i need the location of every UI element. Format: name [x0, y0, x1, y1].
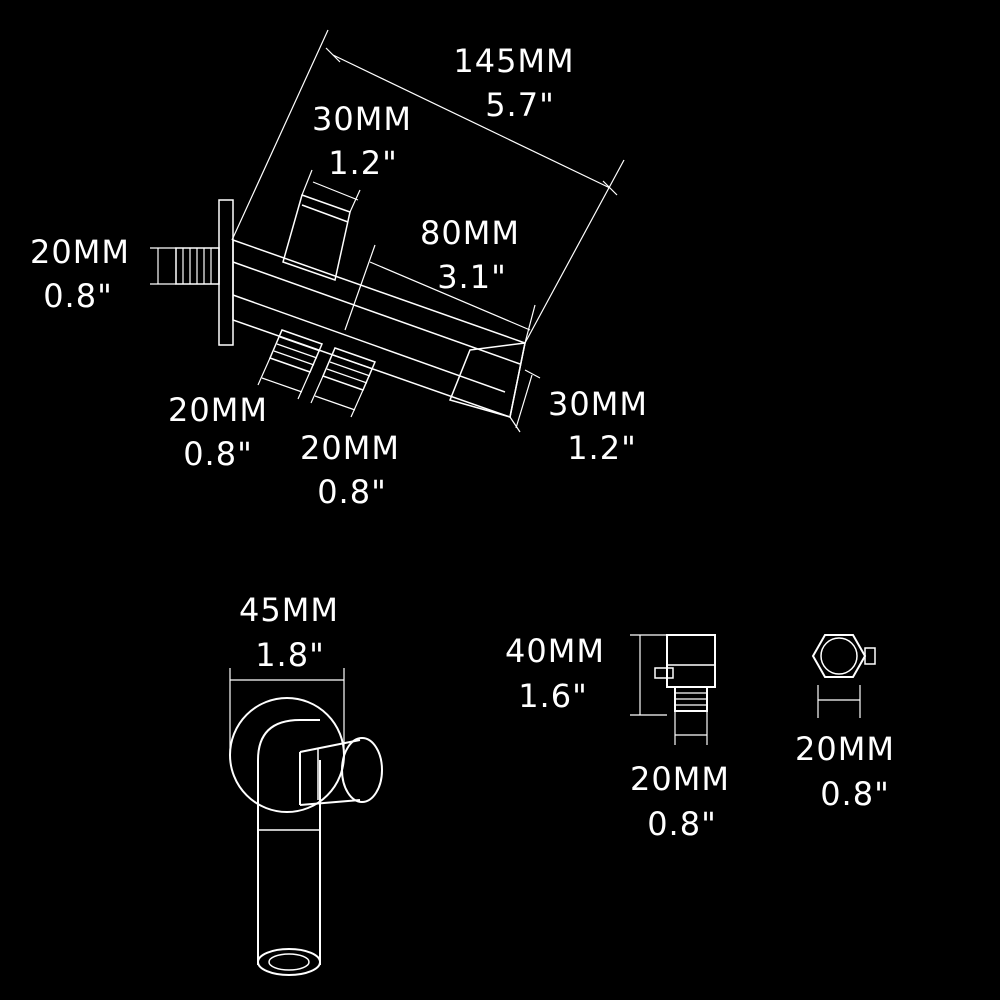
side-outlet-cylinder [299, 737, 383, 806]
dim-1-2in-top-text: 1.2" [328, 144, 398, 182]
dim-20mm-left-lines [150, 247, 176, 285]
wall-inlet-thread [175, 247, 220, 285]
dim-3-1in-text: 3.1" [437, 258, 507, 296]
dim-45mm-lines [229, 668, 345, 755]
dim-40mm-text: 40MM [505, 632, 605, 670]
dim-20mm-lower-right-text: 20MM [300, 429, 400, 467]
dim-20mm-left-text: 20MM [30, 233, 130, 271]
dim-1-6in-text: 1.6" [518, 677, 588, 715]
flange-disk [229, 697, 345, 813]
dim-20mm-valve-text: 20MM [630, 760, 730, 798]
hex-handle-stub [864, 647, 876, 665]
dim-145mm-lines [231, 29, 625, 344]
upper-outlet-valve [282, 194, 351, 281]
hex-nut [811, 634, 867, 678]
dim-0-8in-valve-text: 0.8" [647, 805, 717, 843]
dim-1-2in-right-text: 1.2" [567, 429, 637, 467]
dim-40mm-lines [630, 634, 667, 716]
dim-30mm-right-lines [509, 369, 541, 433]
dim-80mm-lines [344, 244, 536, 344]
dim-30mm-right-text: 30MM [548, 385, 648, 423]
side-elbow-view: 45MM 1.8" [229, 591, 383, 976]
dim-20mm-valve-lines [674, 711, 708, 745]
dim-80mm-text: 80MM [420, 214, 520, 252]
dim-145mm-text: 145MM [453, 42, 574, 80]
hex-inner-circle [820, 637, 858, 675]
dim-5-7in-text: 5.7" [485, 86, 555, 124]
dim-30mm-top-text: 30MM [312, 100, 412, 138]
dim-0-8in-hex-text: 0.8" [820, 775, 890, 813]
dim-20mm-lower-left-text: 20MM [168, 391, 268, 429]
dim-0-8in-lower-left-text: 0.8" [183, 435, 253, 473]
dim-20mm-hex-lines [817, 685, 861, 718]
vertical-pipe [257, 719, 321, 976]
valve-top-view: 20MM 0.8" [795, 634, 895, 813]
wall-flange-plate [218, 199, 234, 346]
valve-body [666, 634, 716, 688]
dim-30mm-top-lines [301, 169, 361, 213]
valve-handle-stub [654, 667, 674, 679]
dim-45mm-text: 45MM [239, 591, 339, 629]
dim-20mm-hex-text: 20MM [795, 730, 895, 768]
dim-1-8in-text: 1.8" [255, 636, 325, 674]
top-assembly-view: 145MM 5.7" 30MM 1.2" 80MM 3.1" 20MM 0.8"… [30, 29, 648, 511]
valve-front-view: 40MM 1.6" 20MM 0.8" [505, 632, 730, 843]
dim-0-8in-lower-right-text: 0.8" [317, 473, 387, 511]
dim-0-8in-left-text: 0.8" [43, 277, 113, 315]
dim-20mm-lower-lines [257, 357, 364, 418]
